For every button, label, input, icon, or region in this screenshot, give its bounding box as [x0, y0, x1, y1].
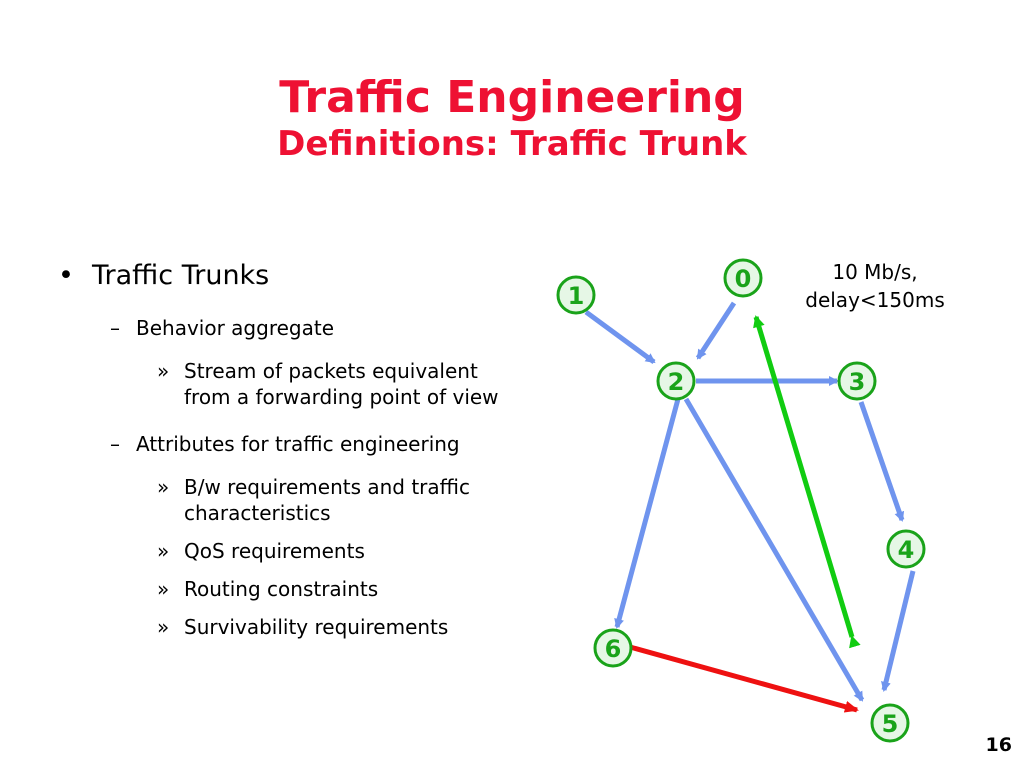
point-routing: » Routing constraints	[52, 576, 572, 602]
point-bw-requirements: » B/w requirements and traffic character…	[52, 474, 572, 526]
edge-1-to-2	[584, 309, 656, 365]
guillemet-marker: »	[157, 539, 170, 563]
edge-3-to-4	[858, 401, 905, 522]
page-number: 16	[985, 734, 1012, 756]
annotation-line: delay<150ms	[805, 288, 945, 312]
sub-bullet-behavior: – Behavior aggregate	[52, 314, 572, 342]
guillemet-marker: »	[157, 475, 170, 499]
node-label: 3	[849, 368, 866, 396]
edge-2-to-6	[614, 398, 681, 629]
point-line: from a forwarding point of view	[184, 385, 499, 409]
bullet-traffic-trunks: • Traffic Trunks	[52, 258, 572, 294]
node-label: 4	[898, 536, 915, 564]
node-0: 0	[723, 258, 763, 298]
edge-2-to-5	[683, 397, 865, 702]
node-label: 1	[568, 282, 585, 310]
node-4: 4	[886, 529, 926, 569]
point-line: B/w requirements and traffic	[184, 475, 470, 499]
node-2: 2	[656, 361, 696, 401]
point-line: Survivability requirements	[184, 615, 449, 639]
node-3: 3	[837, 361, 877, 401]
node-5: 5	[870, 703, 910, 743]
sub-bullet-text: Behavior aggregate	[136, 316, 334, 340]
point-qos: » QoS requirements	[52, 538, 572, 564]
node-label: 6	[605, 635, 622, 663]
edge-4-to-5	[881, 570, 916, 692]
blue-edges	[584, 301, 916, 702]
guillemet-marker: »	[157, 615, 170, 639]
guillemet-marker: »	[157, 577, 170, 601]
edge-6-to-5	[629, 644, 859, 713]
point-stream-of-packets: » Stream of packets equivalent from a fo…	[52, 358, 572, 410]
annotation-line: 10 Mb/s,	[832, 260, 918, 284]
point-survivability: » Survivability requirements	[52, 614, 572, 640]
node-label: 2	[668, 368, 685, 396]
trunk-annotation: 10 Mb/s, delay<150ms	[790, 258, 960, 314]
node-label: 0	[735, 265, 752, 293]
sub-bullet-attributes: – Attributes for traffic engineering	[52, 430, 572, 458]
point-line: Stream of packets equivalent	[184, 359, 478, 383]
dash-marker: –	[110, 432, 120, 456]
bullet-marker: •	[58, 260, 74, 291]
point-line: characteristics	[184, 501, 331, 525]
dash-marker: –	[110, 316, 120, 340]
guillemet-marker: »	[157, 359, 170, 383]
slide-subtitle: Definitions: Traffic Trunk	[277, 124, 747, 164]
bullet-text: Traffic Trunks	[92, 260, 270, 291]
title-block: Traffic Engineering Definitions: Traffic…	[0, 72, 1024, 164]
slide-title: Traffic Engineering	[279, 72, 745, 123]
point-line: Routing constraints	[184, 577, 379, 601]
node-1: 1	[556, 275, 596, 315]
node-label: 5	[882, 710, 899, 738]
sub-bullet-text: Attributes for traffic engineering	[136, 432, 460, 456]
bullet-list: • Traffic Trunks – Behavior aggregate » …	[52, 258, 572, 640]
edge-0-to-2	[695, 301, 737, 360]
traffic-trunk-edge	[753, 315, 861, 649]
point-line: QoS requirements	[184, 539, 365, 563]
node-6: 6	[593, 628, 633, 668]
